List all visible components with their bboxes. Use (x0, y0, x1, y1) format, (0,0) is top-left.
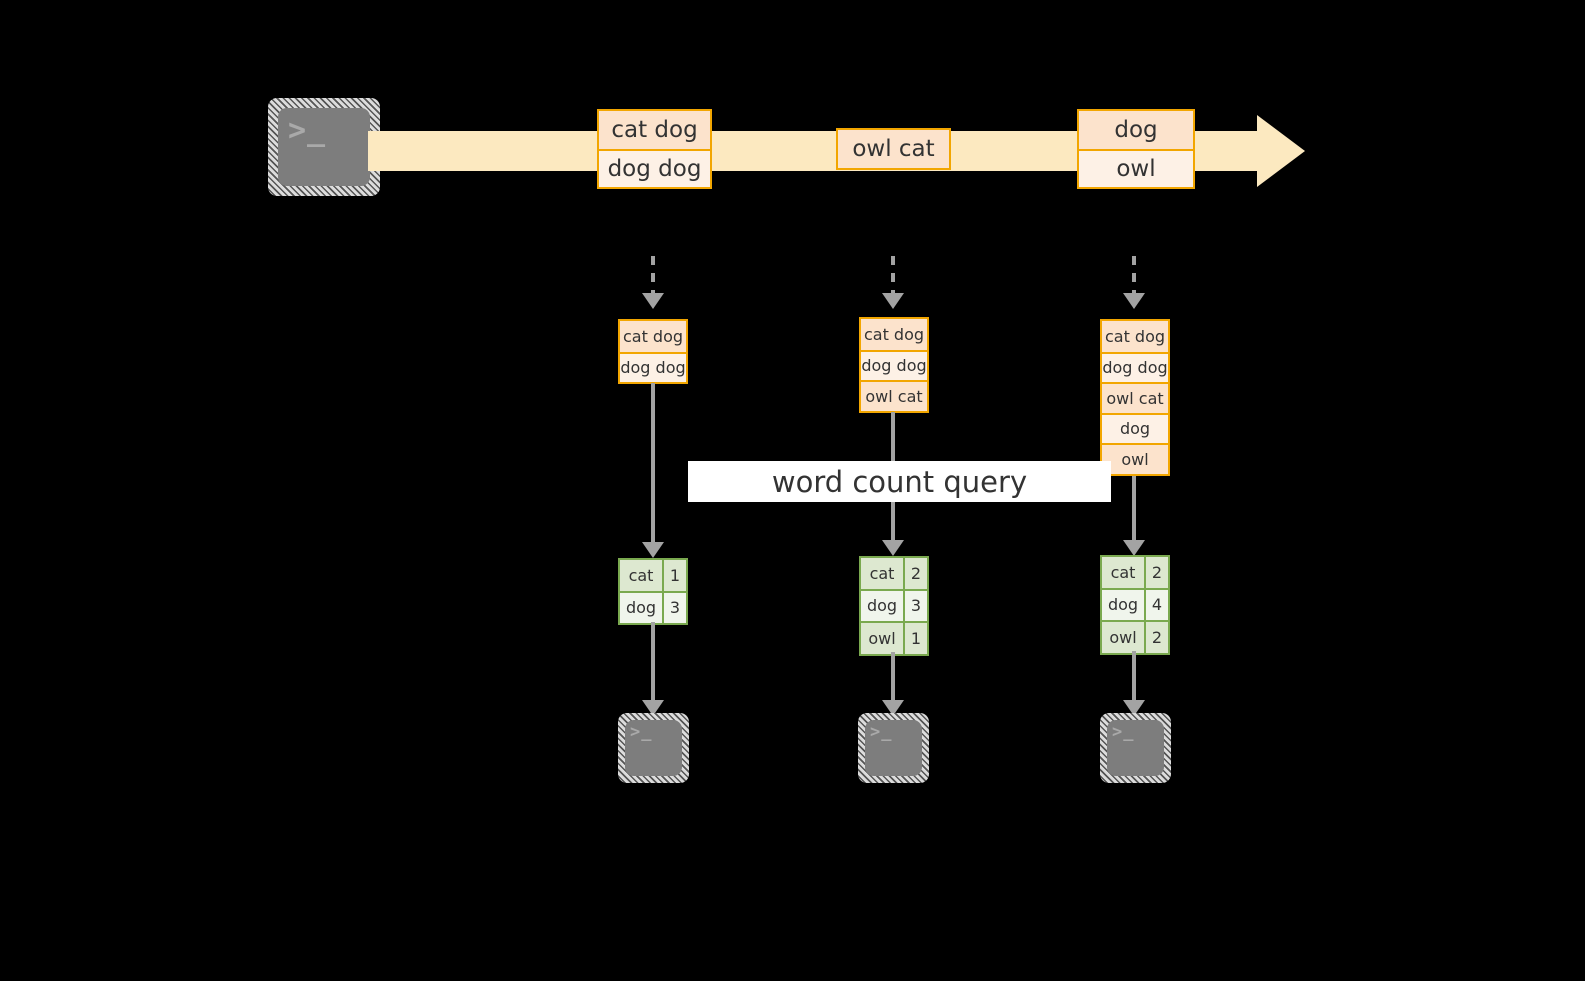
word-cell: owl (1102, 622, 1144, 653)
count-cell: 1 (662, 560, 686, 591)
table-row: cat 2 (861, 558, 927, 589)
word-cell: dog (620, 592, 662, 623)
buffer-line: cat dog (861, 319, 927, 350)
count-cell: 3 (662, 592, 686, 623)
query-label-text: word count query (771, 464, 1028, 499)
result-to-sink-arrowhead-1 (642, 700, 664, 716)
table-row: owl 1 (861, 621, 927, 654)
buffer-line: dog dog (620, 351, 686, 382)
count-cell: 2 (1144, 622, 1168, 653)
table-row: cat 1 (620, 560, 686, 591)
table-row: dog 3 (861, 588, 927, 621)
query-label-band: word count query (688, 461, 1111, 502)
word-count-table-1: cat 1 dog 3 (618, 558, 688, 625)
count-cell: 2 (1144, 557, 1168, 588)
result-to-sink-arrowhead-2 (882, 700, 904, 716)
table-row: dog 3 (620, 590, 686, 623)
word-count-table-3: cat 2 dog 4 owl 2 (1100, 555, 1170, 655)
stream-record-1: cat dog dog dog (597, 109, 712, 189)
word-cell: dog (861, 590, 903, 621)
stream-to-buffer-arrowhead-1 (642, 293, 664, 309)
word-cell: cat (861, 558, 903, 589)
buffer-3: cat dog dog dog owl cat dog owl (1100, 319, 1170, 476)
buffer-line: dog (1102, 412, 1168, 443)
record-line: owl cat (838, 130, 949, 168)
stream-to-buffer-arrowhead-2 (882, 293, 904, 309)
terminal-prompt-glyph: >_ (288, 113, 327, 148)
table-row: owl 2 (1102, 620, 1168, 653)
stream-to-buffer-arrowhead-3 (1123, 293, 1145, 309)
stream-to-buffer-connector-3 (1132, 256, 1136, 298)
record-line: cat dog (599, 111, 710, 149)
count-cell: 4 (1144, 589, 1168, 620)
stream-record-2: owl cat (836, 128, 951, 170)
stream-to-buffer-connector-1 (651, 256, 655, 298)
table-row: dog 4 (1102, 587, 1168, 620)
terminal-screen (278, 108, 370, 186)
terminal-prompt-glyph: >_ (1112, 722, 1135, 742)
word-cell: owl (861, 623, 903, 654)
result-to-sink-connector-1 (651, 622, 655, 710)
buffer-to-result-arrowhead-3 (1123, 540, 1145, 556)
buffer-line: cat dog (620, 321, 686, 352)
terminal-screen (865, 720, 922, 776)
terminal-icon: >_ (618, 713, 689, 783)
buffer-line: dog dog (1102, 351, 1168, 382)
terminal-prompt-glyph: >_ (630, 722, 653, 742)
result-to-sink-arrowhead-3 (1123, 700, 1145, 716)
record-line: dog (1079, 111, 1193, 149)
count-cell: 2 (903, 558, 927, 589)
terminal-icon: >_ (1100, 713, 1171, 783)
buffer-1: cat dog dog dog (618, 319, 688, 384)
buffer-to-result-arrowhead-1 (642, 542, 664, 558)
word-cell: cat (620, 560, 662, 591)
buffer-to-result-arrowhead-2 (882, 540, 904, 556)
terminal-screen (625, 720, 682, 776)
terminal-icon: >_ (858, 713, 929, 783)
buffer-line: cat dog (1102, 321, 1168, 352)
result-to-sink-connector-3 (1132, 651, 1136, 710)
stream-to-buffer-connector-2 (891, 256, 895, 298)
stream-arrow-head (1257, 115, 1305, 187)
terminal-prompt-glyph: >_ (870, 722, 893, 742)
word-cell: cat (1102, 557, 1144, 588)
buffer-to-result-connector-1 (651, 383, 655, 548)
word-count-table-2: cat 2 dog 3 owl 1 (859, 556, 929, 656)
count-cell: 3 (903, 590, 927, 621)
terminal-icon: >_ (268, 98, 380, 196)
buffer-line: owl cat (1102, 382, 1168, 413)
stream-record-3: dog owl (1077, 109, 1195, 189)
table-row: cat 2 (1102, 557, 1168, 588)
word-cell: dog (1102, 589, 1144, 620)
record-line: owl (1079, 149, 1193, 187)
record-line: dog dog (599, 149, 710, 187)
buffer-line: dog dog (861, 349, 927, 380)
buffer-2: cat dog dog dog owl cat (859, 317, 929, 413)
terminal-screen (1107, 720, 1164, 776)
result-to-sink-connector-2 (891, 652, 895, 710)
buffer-line: owl cat (861, 380, 927, 411)
buffer-to-result-connector-3 (1132, 476, 1136, 546)
count-cell: 1 (903, 623, 927, 654)
buffer-line: owl (1102, 443, 1168, 474)
